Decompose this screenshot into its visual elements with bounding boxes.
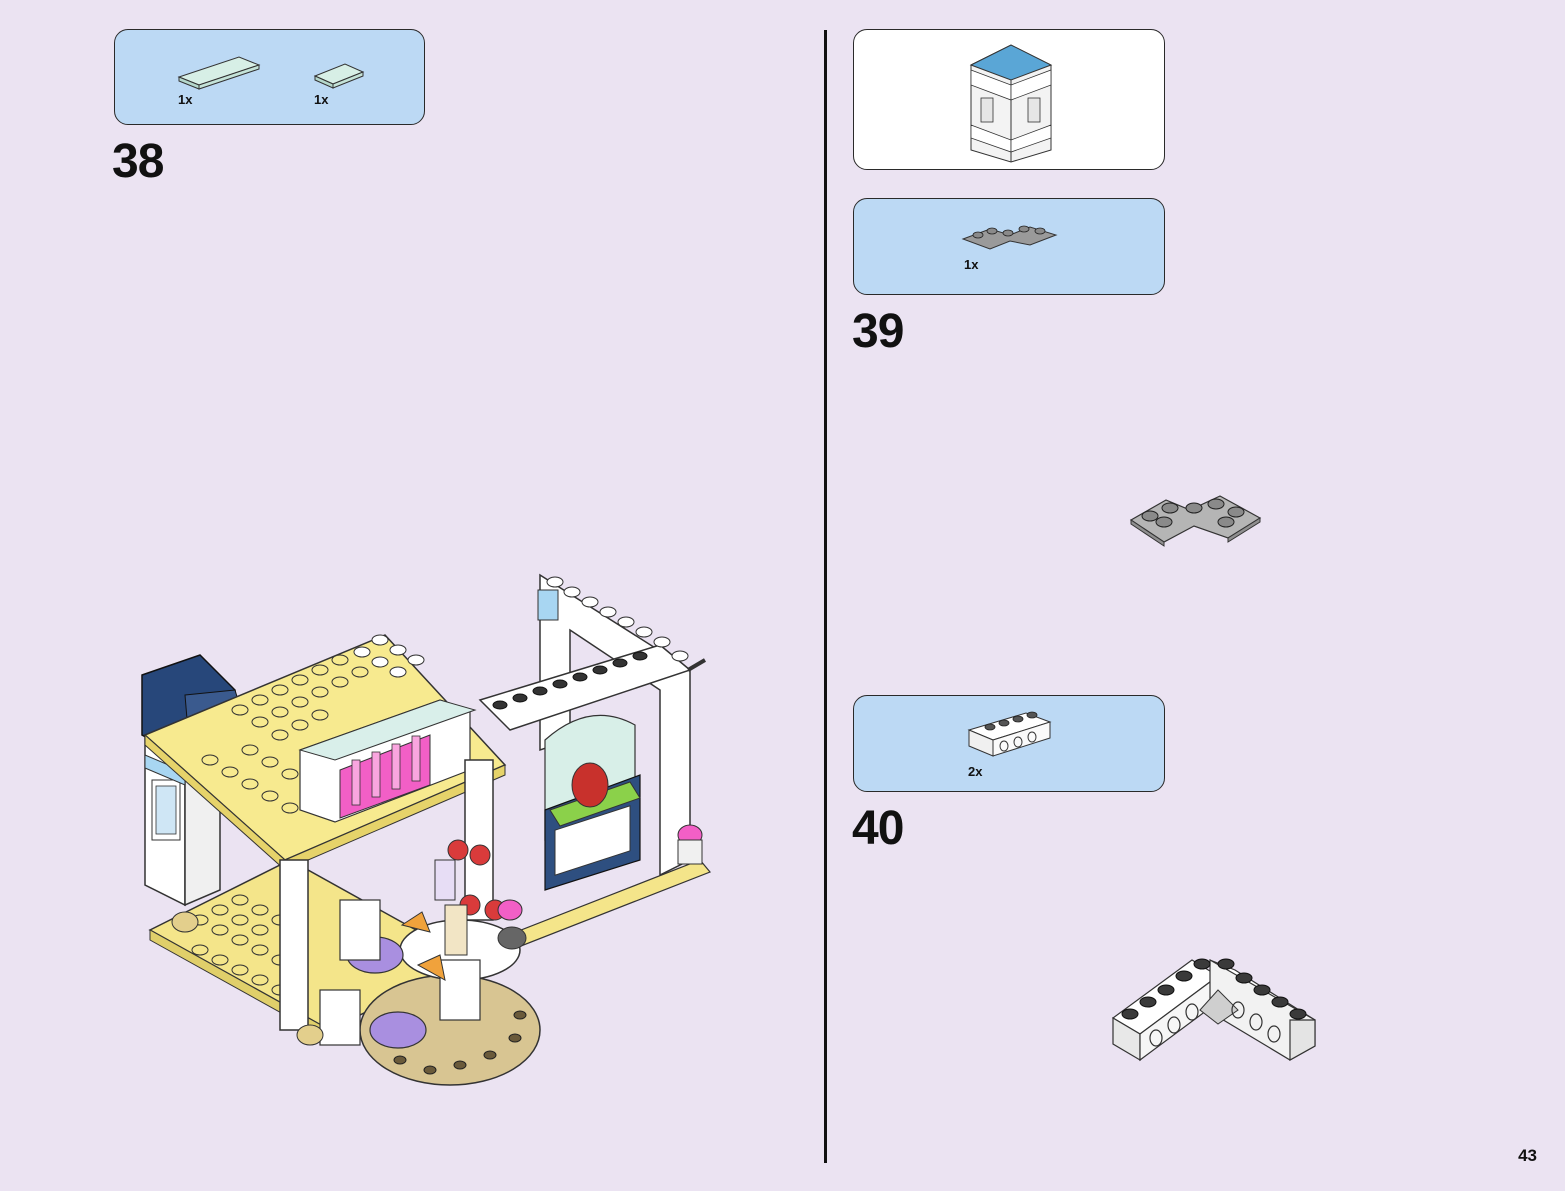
part-quantity: 1x xyxy=(314,92,329,107)
page-divider xyxy=(824,30,827,1163)
subassembly-callout xyxy=(853,29,1165,170)
step-number: 39 xyxy=(852,305,904,358)
cafe-assembly-illustration xyxy=(141,573,711,1086)
part-quantity: 1x xyxy=(178,92,193,107)
corner-wall-subassembly-icon xyxy=(969,44,1053,163)
page-number: 43 xyxy=(1518,1146,1537,1165)
tile-1x4-part-icon xyxy=(177,56,261,90)
angled-plate-part-icon xyxy=(961,225,1058,250)
step-38-parts-box: 1x 1x xyxy=(114,29,425,125)
technic-brick-part-icon xyxy=(967,711,1052,757)
part-quantity: 1x xyxy=(964,257,979,272)
step-number: 40 xyxy=(852,802,904,855)
step-39-parts-box: 1x xyxy=(853,198,1165,295)
step-number: 38 xyxy=(112,135,164,188)
angled-plate-assembly-illustration xyxy=(1129,495,1262,547)
part-quantity: 2x xyxy=(968,764,983,779)
step-40-parts-box: 2x xyxy=(853,695,1165,792)
tile-1x2-part-icon xyxy=(313,63,365,89)
technic-brick-assembly-illustration xyxy=(1111,958,1316,1062)
